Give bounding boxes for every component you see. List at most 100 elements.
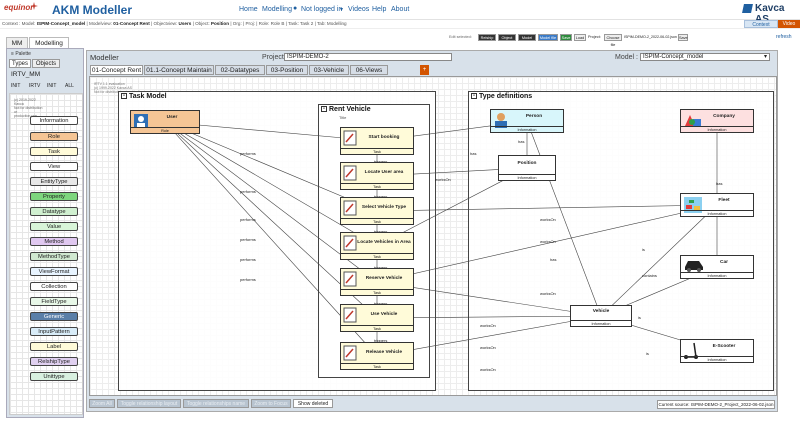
filter-all[interactable]: ALL [65,83,74,89]
filter-init[interactable]: INIT [11,83,21,89]
view-tab-02-datatypes[interactable]: 02-Datatypes [215,65,265,75]
relationship-label: performs [240,237,256,242]
zoom-to-focus-button[interactable]: Zoom to Focus [251,399,291,408]
palette-item[interactable]: Generic [30,312,78,321]
node-type: Information [681,210,753,216]
tab-modelling[interactable]: Modelling [29,37,69,48]
palette-item[interactable]: Role [30,132,78,141]
palette-item[interactable]: Value [30,222,78,231]
show-deleted-button[interactable]: Show deleted [293,399,333,408]
refresh-link[interactable]: refresh [776,34,792,40]
collapse-icon[interactable]: - [321,106,327,113]
palette-item[interactable]: InputPattern [30,327,78,336]
caret-down-icon: ▾ [340,7,344,13]
palette-item[interactable]: MethodType [30,252,78,261]
palette-item[interactable]: FieldType [30,297,78,306]
toggle-relationships-name-button[interactable]: Toggle relationships name [183,399,249,408]
palette-item[interactable]: Datatype [30,207,78,216]
view-tab-03-position[interactable]: 03-Position [266,65,308,75]
relationship-line [526,120,602,317]
load-button[interactable]: Load [574,34,586,41]
relationship-label: worksOn [435,177,451,182]
modeller-title: Modeller [90,53,119,62]
nav-modelling[interactable]: Modelling [262,6,292,13]
node-label: Person [525,114,543,119]
context-button[interactable]: Context [744,20,778,28]
nav-videos[interactable]: Videos [348,6,370,13]
relationship-line [164,121,378,212]
filter-irtv[interactable]: IRTV [29,83,41,89]
filter-init-2[interactable]: INIT [47,83,57,89]
video-button[interactable]: Video [778,20,800,28]
save-file-button[interactable]: Save [678,34,688,41]
collapse-icon[interactable]: - [121,93,127,100]
palette-tab-types[interactable]: Types [9,59,31,68]
nav-help[interactable]: Help [372,6,387,13]
relship-button[interactable]: Relship [478,34,496,41]
tab-mm[interactable]: MM [6,37,28,48]
palette-item[interactable]: Property [30,192,78,201]
view-tab-01-1-concept-maintain[interactable]: 01.1-Concept Maintain [144,65,214,75]
brand-logo[interactable]: equinor [4,3,34,12]
toggle-relationship-layout-button[interactable]: Toggle relationship layout [117,399,181,408]
palette-item[interactable]: View [30,162,78,171]
palette-item[interactable]: Collection [30,282,78,291]
diagram-canvas[interactable]: IRTV 1.1 evaluation(c) 1999-2022 Kavca A… [89,76,777,396]
task-icon [343,345,357,363]
add-view-tab-button[interactable]: + [420,65,429,75]
canvas-toolbar: Zoom All Toggle relationship layout Togg… [89,399,349,408]
model-select[interactable]: ISPIM-Concept_model [640,53,770,61]
palette-item[interactable]: ViewFormat [30,267,78,276]
metamodel-name: IRTV_MM [11,71,41,78]
palette-item[interactable]: RelshipType [30,357,78,366]
palette-tab-objects[interactable]: Objects [32,59,60,68]
palette-tabs: Types Objects [9,59,83,68]
user-icon: ● [293,5,298,12]
palette-item[interactable]: Unittype [30,372,78,381]
save-button[interactable]: Save [560,34,572,41]
nav-login-dropdown[interactable]: Not logged in [301,6,343,13]
project-name-input[interactable]: ISPIM-DEMO-2 [284,53,452,61]
nav-about[interactable]: About [391,6,410,13]
app-title: AKM Modeller [52,3,133,17]
relationship-line [376,315,602,357]
choose-file-button[interactable]: Choose file [604,34,622,47]
palette-item[interactable]: EntityType [30,177,78,186]
model-file-button[interactable]: Model file [538,34,558,41]
palette-item[interactable]: Method [30,237,78,246]
palette-item[interactable]: Label [30,342,78,351]
model-button[interactable]: Model [518,34,536,41]
palette-item[interactable]: Task [30,147,78,156]
zoom-all-button[interactable]: Zoom All [89,399,115,408]
view-tab-06-views[interactable]: 06-Views [350,65,388,75]
node-type: Task [341,363,413,369]
palette-title[interactable]: ≡ Palette [11,51,31,57]
node-label: Select Vehicle Type [361,205,407,210]
collapse-icon[interactable]: - [471,93,477,100]
nav-home[interactable]: Home [239,6,258,13]
company-icon [683,112,703,130]
relationship-label: performs [240,217,256,222]
user-icon [133,113,149,131]
view-tab-03-vehicle[interactable]: 03-Vehicle [309,65,349,75]
palette-item[interactable]: Information [30,116,78,125]
view-tab-01-concept-rent[interactable]: 01-Concept Rent [90,65,143,75]
relationship-label: performs [240,189,256,194]
object-button[interactable]: Object [498,34,516,41]
